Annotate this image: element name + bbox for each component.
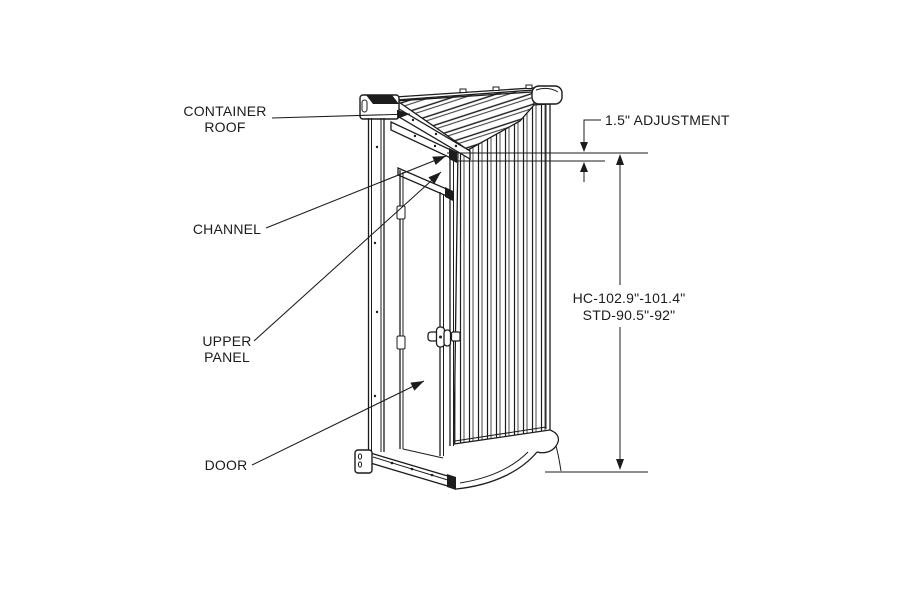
leader-door <box>251 380 425 466</box>
door-panel <box>396 170 461 459</box>
label-door: DOOR <box>205 457 248 473</box>
leader-lines <box>251 109 447 466</box>
sill-end-cap <box>447 474 456 490</box>
leader-container-roof <box>271 109 411 119</box>
roof-nub <box>459 88 467 93</box>
label-container-roof-line2: ROOF <box>204 119 245 135</box>
label-container-roof-line1: CONTAINER <box>183 103 266 119</box>
bottom-sill-rail <box>366 451 456 490</box>
door-bottom-edge <box>402 448 444 459</box>
upper-panel-band <box>397 167 453 201</box>
part-labels: CONTAINER ROOF CHANNEL UPPER PANEL DOOR <box>183 103 266 473</box>
corner-casting-bottom-left <box>354 449 373 474</box>
header-channel <box>390 120 457 163</box>
dim-arrow-up-icon <box>616 154 624 165</box>
door-handle <box>427 326 461 348</box>
roof-nub <box>525 84 533 89</box>
container-structure <box>354 84 563 490</box>
base-assembly <box>354 429 562 490</box>
leader-channel <box>265 155 447 229</box>
adjustment-dimension <box>580 119 601 182</box>
label-channel: CHANNEL <box>193 221 261 237</box>
label-adjustment: 1.5" ADJUSTMENT <box>605 112 730 128</box>
corner-casting-left <box>359 94 400 120</box>
corner-casting-right <box>531 85 563 105</box>
side-wall-bottom-inner <box>454 426 547 442</box>
dim-arrow-down-icon <box>616 459 624 470</box>
label-upper-panel-line1: UPPER <box>202 333 251 349</box>
label-height-std: STD-90.5"-92" <box>583 307 676 323</box>
roof-top-edge-inner <box>395 90 548 102</box>
label-height-hc: HC-102.9"-101.4" <box>573 290 686 306</box>
roof-ribs <box>394 89 535 151</box>
door-hinge <box>396 335 406 350</box>
leader-upper-panel <box>253 171 442 342</box>
label-upper-panel-line2: PANEL <box>204 349 250 365</box>
dim-arrow-down-icon <box>580 142 588 152</box>
height-dimension <box>616 154 624 470</box>
dimension-annotations <box>447 119 648 473</box>
roof-top-edge-outer <box>394 86 548 98</box>
dimension-labels: 1.5" ADJUSTMENT HC-102.9"-101.4" STD-90.… <box>573 112 730 323</box>
roof-nub <box>492 86 500 91</box>
left-frame-post <box>367 118 385 452</box>
dim-arrow-up-icon <box>580 162 588 172</box>
bottom-skirt <box>455 429 562 490</box>
